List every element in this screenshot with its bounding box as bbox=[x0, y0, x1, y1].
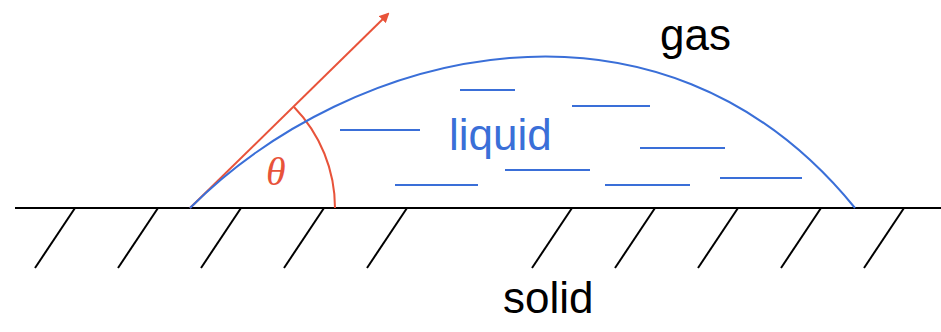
liquid-drop: liquid bbox=[190, 58, 855, 208]
phase-label: liquid bbox=[449, 113, 552, 157]
phase-label: solid bbox=[503, 276, 594, 320]
solid-surface bbox=[15, 208, 941, 268]
tangent-arrow bbox=[190, 14, 388, 208]
angle-symbol: θ bbox=[266, 152, 286, 192]
phase-label: gas bbox=[660, 13, 731, 57]
angle-arc bbox=[294, 107, 335, 208]
